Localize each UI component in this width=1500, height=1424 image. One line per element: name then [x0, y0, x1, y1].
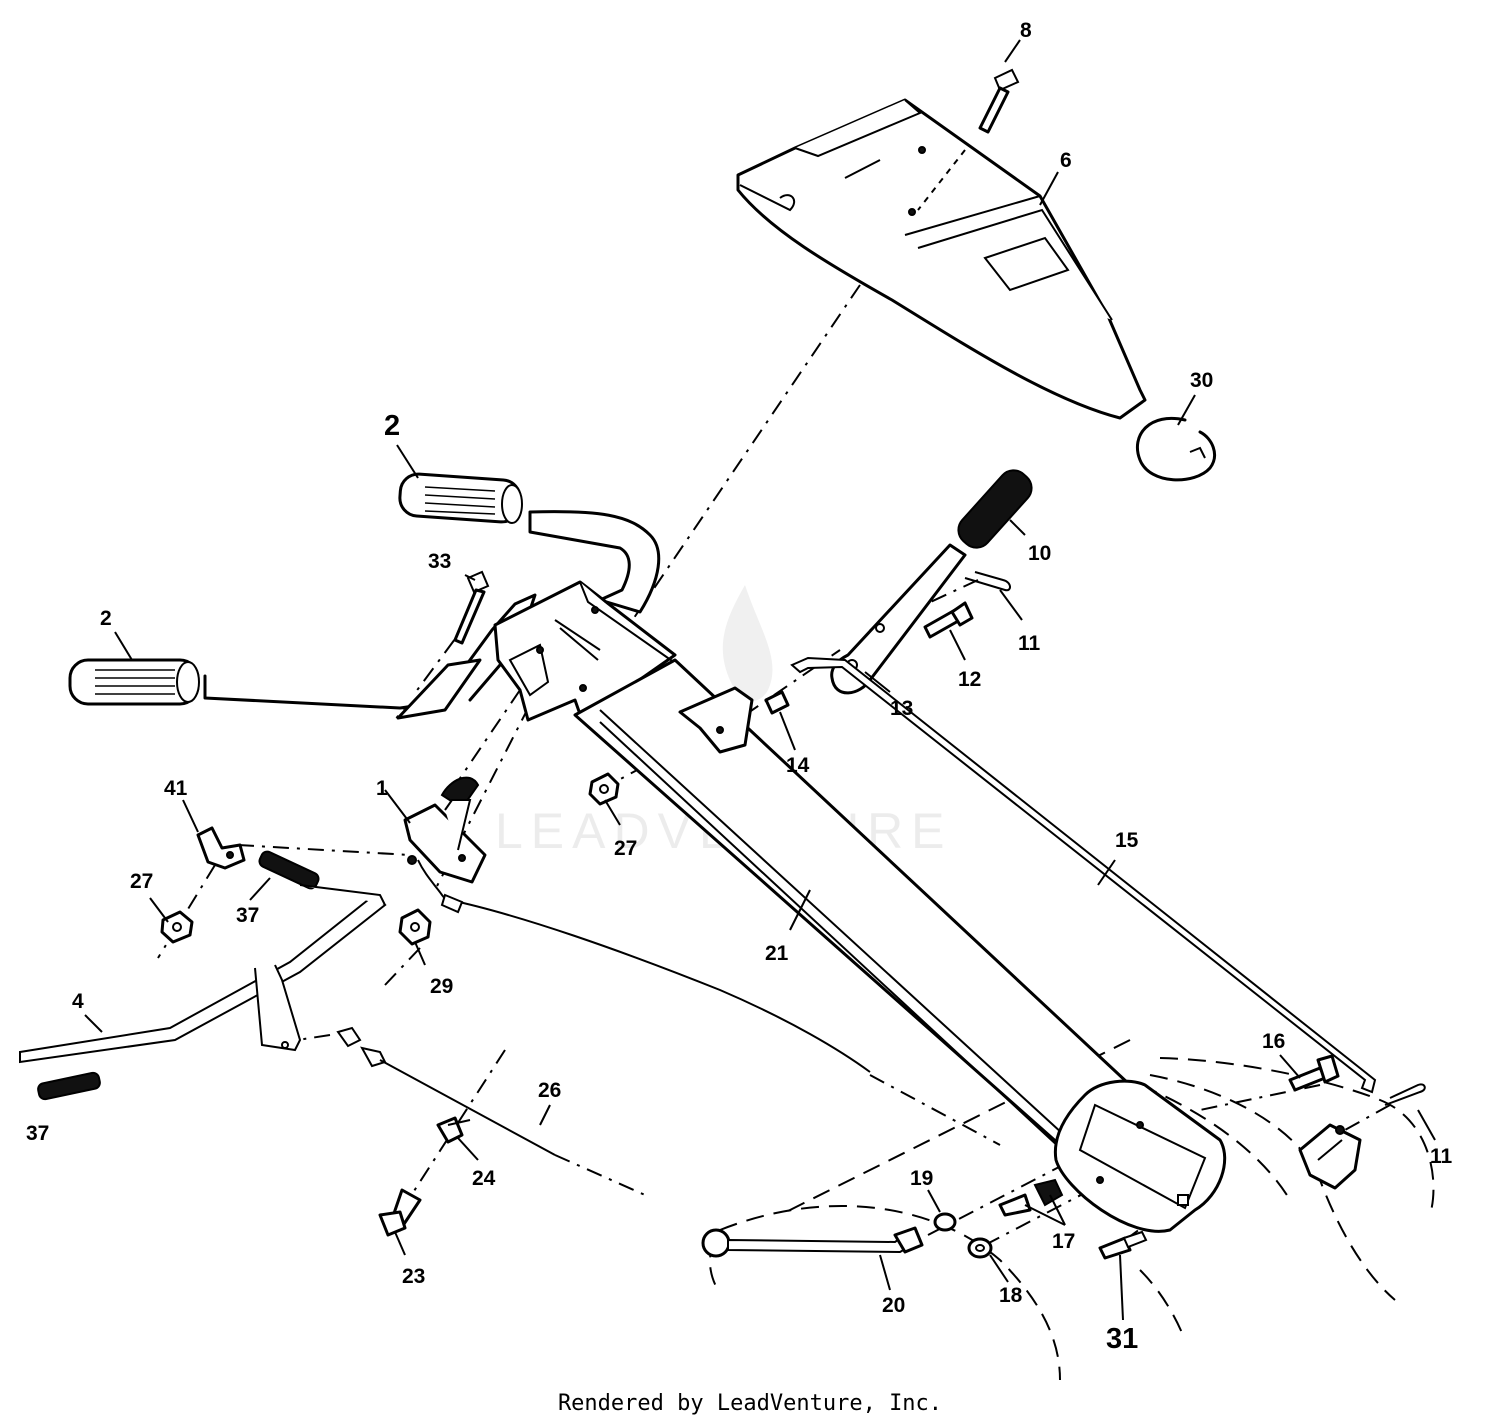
callout-16: 16 — [1262, 1030, 1285, 1053]
grip-part-10 — [957, 469, 1033, 549]
clip-part-11-lower — [1384, 1083, 1426, 1106]
leader-lines — [84, 171, 1436, 1321]
pin-part-37-lower — [37, 1071, 101, 1101]
callout-29: 29 — [430, 975, 453, 998]
callout-23: 23 — [402, 1265, 425, 1288]
callout-30: 30 — [1190, 369, 1213, 392]
cable-part-26 — [336, 1026, 556, 1156]
rod-part-4 — [19, 884, 387, 1064]
callout-4: 4 — [72, 990, 84, 1013]
callout-6: 6 — [1060, 149, 1072, 172]
shifter-bracket — [1298, 1123, 1362, 1190]
callout-1: 1 — [376, 777, 388, 800]
bolt-part-12 — [923, 601, 974, 639]
callout-2-lower: 2 — [100, 607, 112, 630]
nut-part-18 — [967, 1237, 993, 1259]
control-bracket-part-1 — [403, 776, 487, 906]
callout-11-lower: 11 — [1430, 1145, 1453, 1168]
pin-part-37-upper — [258, 850, 320, 890]
ring-clip-part-30 — [1135, 417, 1216, 482]
callout-37-lower: 37 — [26, 1122, 49, 1145]
shield-part-6 — [736, 98, 1147, 420]
screw-part-33 — [453, 570, 490, 645]
callout-37-upper: 37 — [236, 904, 259, 927]
gear-part-17 — [998, 1178, 1064, 1217]
grip-part-2-upper — [398, 472, 523, 524]
callout-18: 18 — [999, 1284, 1023, 1307]
washer-part-19 — [933, 1212, 957, 1232]
callout-31: 31 — [1106, 1323, 1138, 1355]
callout-11-upper: 11 — [1018, 632, 1041, 655]
bolt-part-16 — [1288, 1054, 1340, 1092]
nut-part-27-right — [588, 772, 620, 806]
screw-part-8 — [917, 39, 1021, 211]
cable — [440, 893, 871, 1073]
lever-part-20 — [701, 1226, 924, 1258]
callout-13: 13 — [890, 697, 913, 720]
clip-part-24 — [436, 1116, 471, 1144]
handle-tube-part-21 — [573, 658, 1132, 1149]
nut-part-29 — [398, 908, 432, 946]
callout-15: 15 — [1115, 829, 1139, 852]
callout-27-right: 27 — [614, 837, 637, 860]
clip-part-11-upper — [964, 571, 1011, 592]
callout-20: 20 — [882, 1294, 905, 1317]
callout-8: 8 — [1020, 19, 1032, 42]
callout-19: 19 — [910, 1167, 933, 1190]
bolt-part-23 — [378, 1188, 422, 1237]
callout-24: 24 — [472, 1167, 496, 1190]
clip-part-41 — [196, 826, 246, 870]
spacer-part-14 — [764, 690, 790, 715]
callout-2-upper: 2 — [384, 410, 400, 442]
bolt-part-31 — [1098, 1230, 1148, 1260]
callout-12: 12 — [958, 668, 981, 691]
callout-27-left: 27 — [130, 870, 153, 893]
rod-part-15 — [790, 656, 1377, 1094]
callout-21: 21 — [765, 942, 789, 965]
callout-26: 26 — [538, 1079, 561, 1102]
callout-41: 41 — [164, 777, 188, 800]
callout-33: 33 — [428, 550, 451, 573]
mount-bracket — [678, 686, 754, 754]
callout-17: 17 — [1052, 1230, 1075, 1253]
handlebar-part — [203, 510, 661, 720]
callout-14: 14 — [786, 754, 810, 777]
gear-housing — [1053, 1079, 1227, 1233]
footer-credit: Rendered by LeadVenture, Inc. — [557, 1391, 943, 1416]
callout-10: 10 — [1028, 542, 1051, 565]
callout-labels: 8 6 30 2 2 33 10 11 12 13 14 41 1 27 27 … — [26, 19, 1453, 1355]
nut-part-27-left — [160, 910, 194, 944]
grip-part-2-lower — [68, 658, 200, 706]
